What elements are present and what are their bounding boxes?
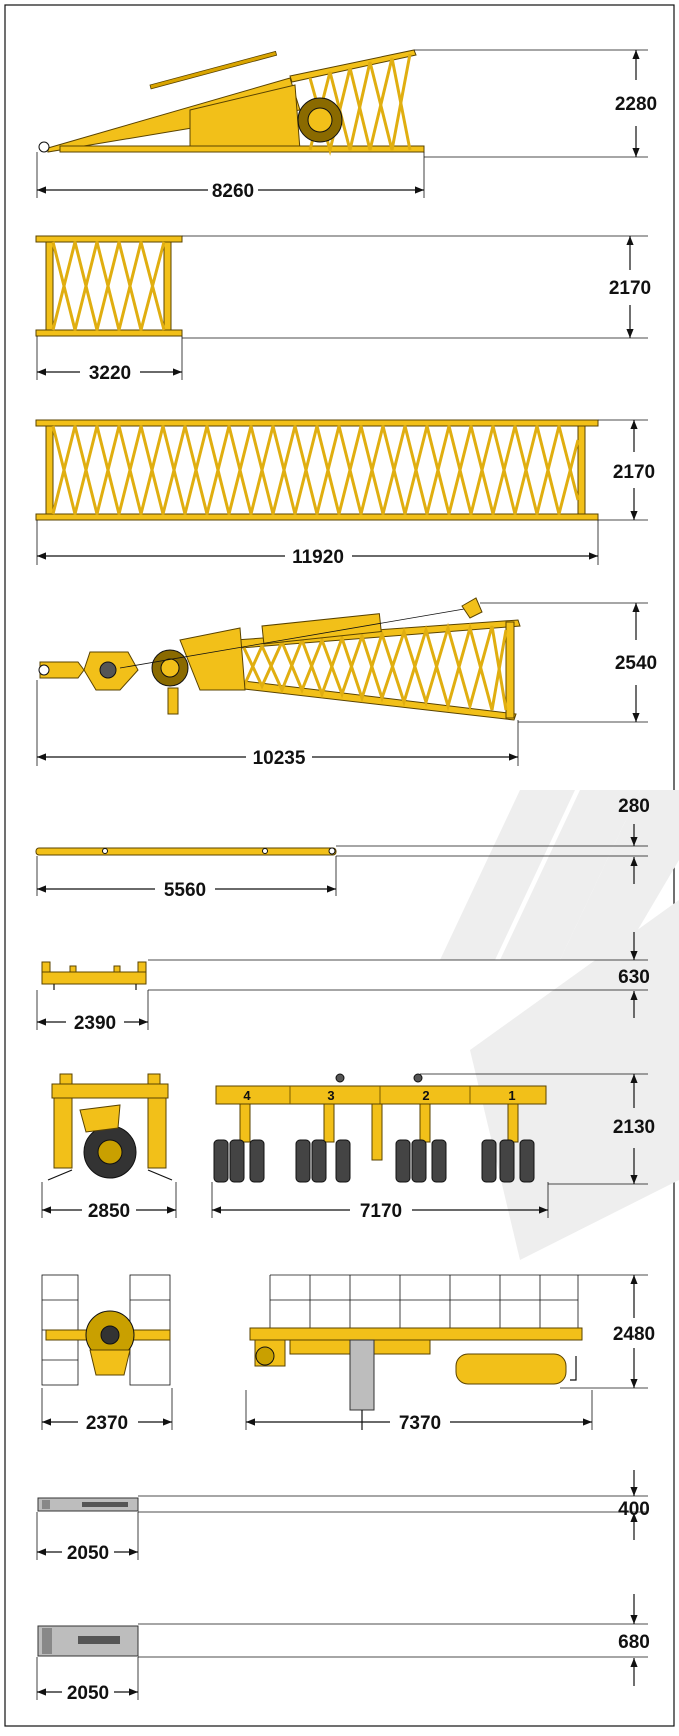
dim-label: 2280 xyxy=(615,94,657,115)
flat-beam xyxy=(35,847,337,856)
dim-label: 11920 xyxy=(292,547,344,568)
wheel-number: 4 xyxy=(243,1088,251,1103)
dim-flat-beam: 5560 280 xyxy=(36,796,650,901)
dolly-side-view: 4 3 2 1 xyxy=(213,1073,547,1183)
dim-label: 5560 xyxy=(164,880,206,901)
dim-ballast-thin: 2050 400 xyxy=(36,1470,650,1564)
boom-head-section xyxy=(38,597,521,721)
lattice-section-short xyxy=(35,235,183,337)
dim-label: 400 xyxy=(618,1499,650,1520)
wheel-number: 2 xyxy=(422,1088,429,1103)
wheel-number: 1 xyxy=(508,1088,515,1103)
dim-label: 7370 xyxy=(399,1413,441,1434)
dim-label: 2540 xyxy=(615,653,657,674)
dim-carriage: 2370 7370 2480 xyxy=(41,1274,655,1434)
dim-boom-head: 10235 2540 xyxy=(36,602,657,769)
dolly-front-view xyxy=(47,1073,173,1181)
dim-label: 2050 xyxy=(67,1543,109,1564)
dim-label: 2170 xyxy=(613,462,655,483)
lattice-section-long xyxy=(35,419,599,521)
dim-label: 2370 xyxy=(86,1413,128,1434)
ballast-plate-thick xyxy=(37,1625,139,1657)
carriage-front-view xyxy=(41,1274,171,1386)
dim-dolly: 2850 7170 2130 xyxy=(41,1073,655,1222)
carriage-side-view xyxy=(249,1274,583,1430)
dim-lattice-short: 3220 2170 xyxy=(36,235,651,384)
dim-label: 2390 xyxy=(74,1013,116,1034)
watermark-logo xyxy=(440,790,679,1260)
dim-label: 2050 xyxy=(67,1683,109,1704)
dim-label: 280 xyxy=(618,796,650,817)
dim-label: 10235 xyxy=(253,748,306,769)
dim-label: 2170 xyxy=(609,278,651,299)
wheel-number: 3 xyxy=(327,1088,334,1103)
dim-label: 8260 xyxy=(212,181,254,202)
dim-label: 630 xyxy=(618,967,650,988)
dim-label: 7170 xyxy=(360,1201,402,1222)
dim-boom-pivot: 8260 2280 xyxy=(36,49,657,202)
dim-label: 2480 xyxy=(613,1324,655,1345)
dim-label: 680 xyxy=(618,1632,650,1653)
dim-label: 2850 xyxy=(88,1201,130,1222)
boom-pivot-section xyxy=(38,49,425,156)
dim-short-beam: 2390 630 xyxy=(36,932,650,1034)
ballast-plate-thin xyxy=(37,1497,139,1512)
dim-label: 2130 xyxy=(613,1117,655,1138)
dim-ballast-thick: 2050 680 xyxy=(36,1594,650,1704)
dim-lattice-long: 11920 2170 xyxy=(36,419,655,568)
dim-label: 3220 xyxy=(89,363,131,384)
short-beam xyxy=(41,961,147,990)
